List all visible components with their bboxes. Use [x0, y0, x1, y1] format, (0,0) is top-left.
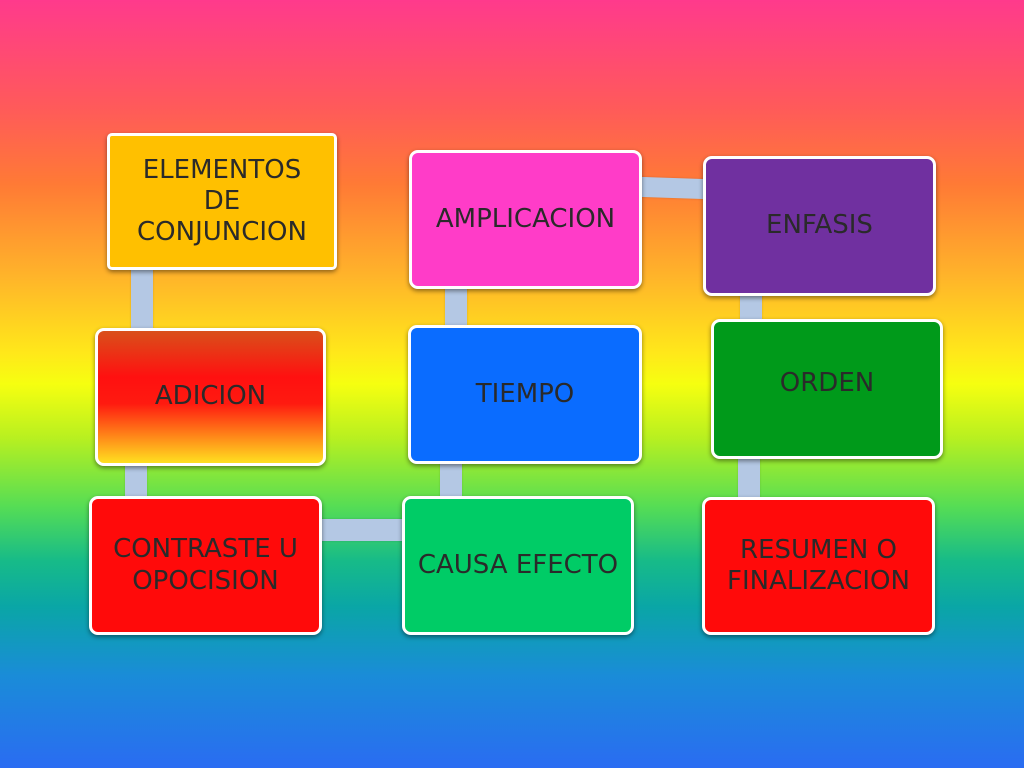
node-tiempo: TIEMPO	[408, 325, 642, 464]
node-label: ADICION	[154, 381, 267, 412]
connector-causa-tiempo	[440, 458, 462, 502]
connector-orden-resumen	[738, 452, 760, 504]
connector-enfasis-orden	[740, 290, 762, 326]
node-label: RESUMEN O FINALIZACION	[727, 534, 910, 596]
node-enfasis: ENFASIS	[703, 156, 936, 296]
node-amplicacion: AMPLICACION	[409, 150, 642, 289]
connector-amplicacion-enfasis	[635, 176, 711, 200]
node-label: CAUSA EFECTO	[417, 549, 619, 580]
node-resumen-o-finalizacion: RESUMEN O FINALIZACION	[702, 497, 935, 635]
node-label: ORDEN	[779, 368, 875, 398]
node-causa-efecto: CAUSA EFECTO	[402, 496, 634, 635]
connector-tiempo-amplicacion	[445, 283, 467, 331]
node-label: AMPLICACION	[435, 203, 616, 234]
node-label: CONTRASTE U OPOCISION	[113, 534, 298, 596]
connector-elementos-adicion	[131, 262, 153, 334]
node-contraste-u-opocision: CONTRASTE U OPOCISION	[89, 496, 322, 635]
node-orden: ORDEN	[711, 319, 943, 459]
connector-adicion-contraste	[125, 460, 147, 502]
connector-contraste-causa	[315, 519, 410, 541]
node-label: ELEMENTOS DE CONJUNCION	[137, 154, 307, 248]
node-adicion: ADICION	[95, 328, 326, 466]
node-label: ENFASIS	[766, 210, 873, 241]
node-elementos-de-conjuncion: ELEMENTOS DE CONJUNCION	[107, 133, 337, 270]
node-label: TIEMPO	[475, 378, 575, 409]
